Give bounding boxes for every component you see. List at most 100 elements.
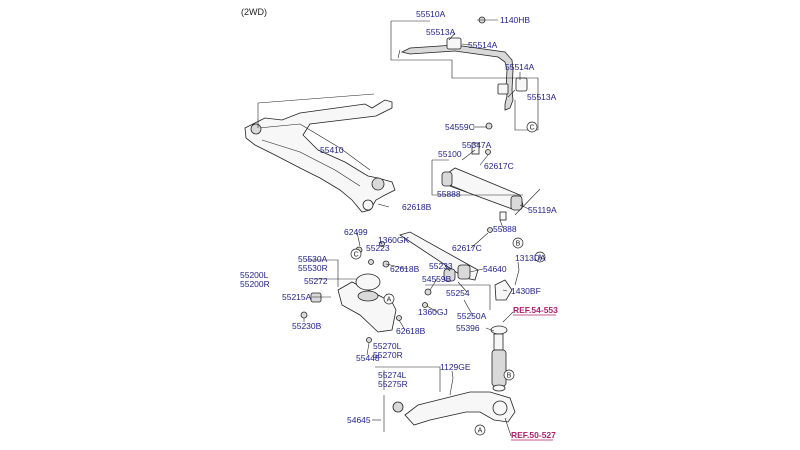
label-55215a: 55215A <box>282 292 312 302</box>
bolt-55448 <box>366 337 372 343</box>
label-1313da: 1313DA <box>515 253 546 263</box>
nut-54559b <box>424 288 432 296</box>
bolt-1129ge <box>449 377 454 396</box>
callout-a-left: A <box>383 293 395 305</box>
bushing-right <box>515 77 528 92</box>
bolt-1313da <box>514 269 520 286</box>
bolt-55119a <box>514 188 541 216</box>
spring-seat <box>355 273 381 291</box>
label-55347a: 55347A <box>462 140 492 150</box>
label-62499: 62499 <box>344 227 368 237</box>
svg-text:B: B <box>507 373 512 380</box>
label-62618b-c: 62618B <box>396 326 426 336</box>
label-55272: 55272 <box>304 276 328 286</box>
bolt-1360gj <box>422 302 428 308</box>
label-55888-a: 55888 <box>437 189 461 199</box>
upper-arm-bushing-outer <box>510 195 523 211</box>
ref-link-top[interactable]: REF.54-553 <box>502 305 558 323</box>
svg-text:C: C <box>530 125 535 132</box>
trailing-arm <box>383 377 516 432</box>
shock-absorber <box>490 325 508 392</box>
mount-right <box>371 177 385 191</box>
label-55270l: 55270L <box>373 341 402 351</box>
label-55223: 55223 <box>366 243 390 253</box>
label-62617c-bottom: 62617C <box>452 243 482 253</box>
shock-mount-top <box>490 325 508 335</box>
mount-left <box>250 123 262 135</box>
nut-54559c <box>485 122 493 130</box>
group-bracket <box>390 21 539 131</box>
label-1140hb: 1140HB <box>500 15 530 25</box>
crossmember <box>244 99 396 213</box>
label-55448: 55448 <box>356 353 380 363</box>
upper-arm <box>441 142 541 233</box>
label-55514a-top: 55514A <box>468 40 498 50</box>
label-55396: 55396 <box>456 323 480 333</box>
label-55410: 55410 <box>320 145 344 155</box>
bushing-55233 <box>443 268 456 282</box>
lower-arm <box>300 241 402 343</box>
shock-lower-eye <box>492 384 506 392</box>
svg-text:A: A <box>478 428 483 435</box>
label-55119a: 55119A <box>528 205 557 215</box>
label-55513a-right: 55513A <box>527 92 557 102</box>
label-55530a: 55530A <box>298 254 328 264</box>
label-1430bf: 1430BF <box>511 286 541 296</box>
callout-b-lower: B <box>503 369 515 381</box>
leader <box>397 49 401 59</box>
upper-arm-bushing-inner <box>441 171 453 187</box>
label-62618b-a: 62618B <box>402 202 432 212</box>
shock-dust-cover <box>493 333 504 351</box>
variant-label: (2WD) <box>241 7 267 17</box>
svg-text:REF.54-553: REF.54-553 <box>513 305 558 315</box>
nut-62617c-bottom <box>487 227 493 233</box>
label-55513a-top: 55513A <box>426 27 456 37</box>
label-55514a-right: 55514A <box>505 62 535 72</box>
label-55510a: 55510A <box>416 9 446 19</box>
label-62617c-top: 62617C <box>484 161 514 171</box>
nut-62617c-top <box>485 149 491 155</box>
bushing-top <box>446 37 462 50</box>
label-55233: 55233 <box>429 261 453 271</box>
label-54559c: 54559C <box>445 122 475 132</box>
stabilizer-bar <box>400 44 514 111</box>
leader <box>257 93 375 104</box>
spring-seat-pad <box>357 290 379 302</box>
svg-text:A: A <box>538 255 543 262</box>
label-54640: 54640 <box>483 264 507 274</box>
washer-lower <box>499 211 507 221</box>
crossmember-body <box>244 99 396 213</box>
mount-lower <box>362 199 374 211</box>
ref-link-bottom[interactable]: REF.50-527 <box>504 417 556 441</box>
svg-text:A: A <box>387 297 392 304</box>
label-55100: 55100 <box>438 149 462 159</box>
knuckle-hub <box>492 400 508 416</box>
label-55275r: 55275R <box>378 379 408 389</box>
label-55888-b: 55888 <box>493 224 517 234</box>
bracket-right <box>497 83 509 95</box>
bushing-55274l <box>392 401 404 413</box>
label-55530r: 55530R <box>298 263 328 273</box>
label-62618b-b: 62618B <box>390 264 420 274</box>
shock-body <box>491 349 507 387</box>
bolt-55347a <box>471 142 480 155</box>
trailing-arm-body <box>404 391 516 426</box>
stabilizer-bar-group <box>400 16 528 130</box>
label-1360gk: 1360GK <box>378 235 410 245</box>
label-1129ge: 1129GE <box>440 362 471 372</box>
bolt-55230b <box>300 311 308 319</box>
svg-text:REF.50-527: REF.50-527 <box>511 430 556 440</box>
label-1360gj: 1360GJ <box>418 307 448 317</box>
label-55270r: 55270R <box>373 350 403 360</box>
label-55230b: 55230B <box>292 321 322 331</box>
callout-a-bottom: A <box>474 424 486 436</box>
callout-a-right: A <box>534 251 546 263</box>
label-54645: 54645 <box>347 415 371 425</box>
nut-62618b-c <box>396 315 402 321</box>
label-54559b: 54559B <box>422 274 452 284</box>
callout-c-left: C <box>350 248 362 260</box>
label-55254: 55254 <box>446 288 470 298</box>
label-55274l: 55274L <box>378 370 407 380</box>
svg-text:C: C <box>354 252 359 259</box>
